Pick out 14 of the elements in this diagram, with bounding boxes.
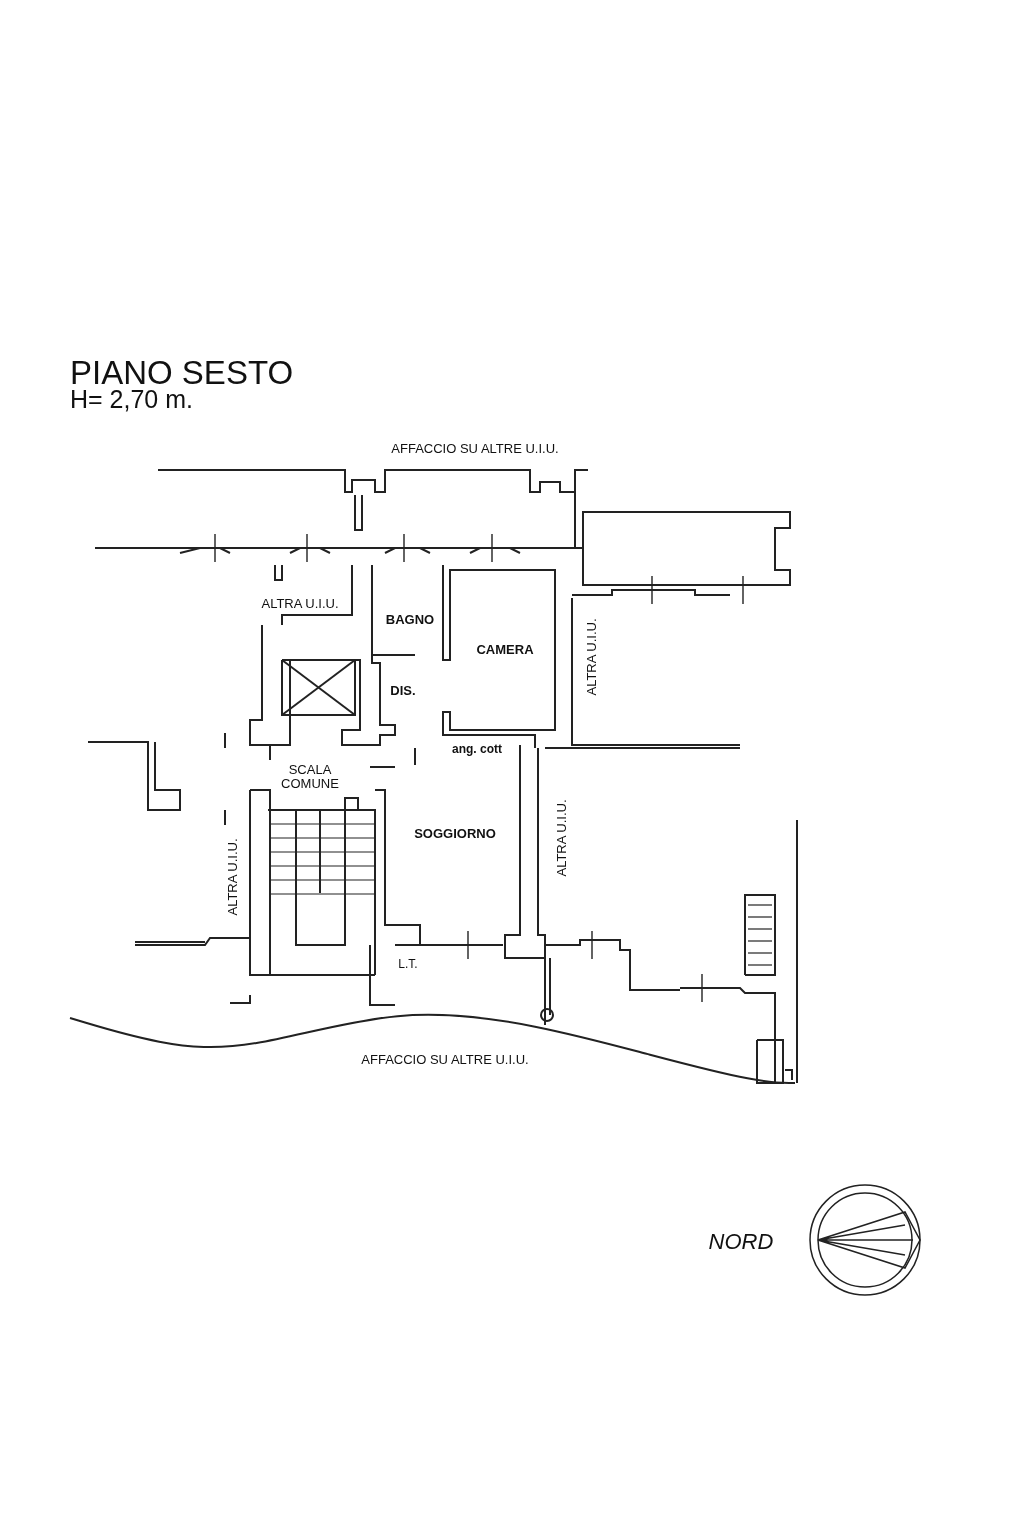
area-label: AFFACCIO SU ALTRE U.I.U. — [361, 1052, 529, 1068]
room-label: BAGNO — [385, 612, 435, 628]
room-label: DIS. — [390, 683, 416, 699]
area-label: AFFACCIO SU ALTRE U.I.U. — [391, 441, 559, 457]
north-label: NORD — [708, 1229, 774, 1255]
room-label: ALTRA U.I.U. — [225, 838, 241, 916]
room-label: L.T. — [398, 958, 418, 972]
room-label: SCALA COMUNE — [280, 762, 340, 792]
room-label: CAMERA — [476, 642, 534, 658]
room-label: ang. cott — [452, 743, 502, 757]
room-label: ALTRA U.I.U. — [554, 799, 570, 877]
room-label: SOGGIORNO — [414, 826, 496, 842]
room-label: ALTRA U.I.U. — [261, 596, 339, 612]
room-label: ALTRA U.I.U. — [584, 618, 600, 696]
